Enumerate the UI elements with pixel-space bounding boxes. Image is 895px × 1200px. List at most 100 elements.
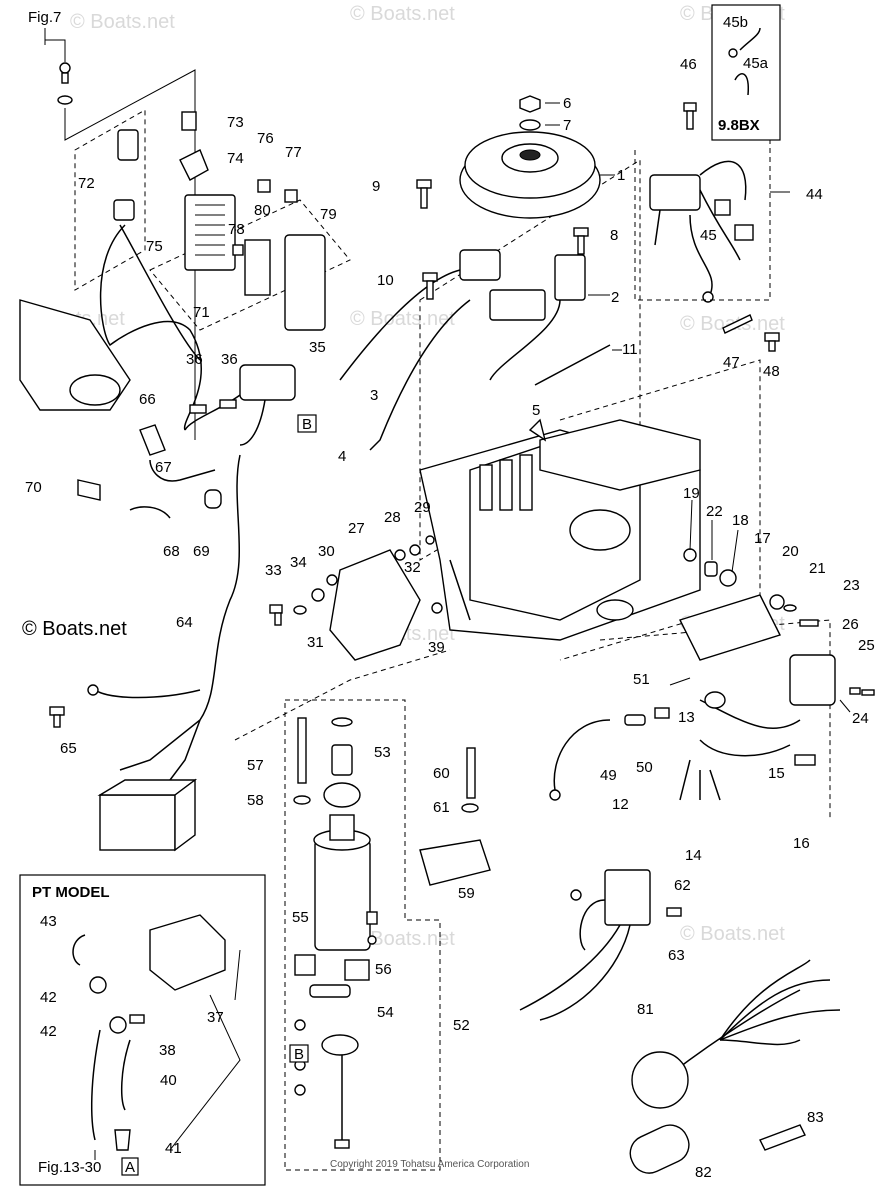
part-number-51: 51 — [633, 671, 650, 688]
part-number-26: 26 — [842, 616, 859, 633]
part-number-52: 52 — [453, 1017, 470, 1034]
part-number-1: 1 — [617, 167, 625, 184]
part-number-6: 6 — [563, 95, 571, 112]
part-number-23: 23 — [843, 577, 860, 594]
part-number-13: 13 — [678, 709, 695, 726]
watermark: © Boats.net — [350, 3, 455, 25]
part-number-83: 83 — [807, 1109, 824, 1126]
part-number-69: 69 — [193, 543, 210, 560]
main-harness — [631, 959, 841, 1109]
pt-model-inset — [19, 874, 266, 1186]
part-number-59: 59 — [458, 885, 475, 902]
part-number-47: 47 — [723, 354, 740, 371]
part-number-66: 66 — [139, 391, 156, 408]
part-callouts: 1234567891011121314151617181920212223242… — [25, 14, 875, 1181]
part-number-63: 63 — [668, 947, 685, 964]
part-number-73: 73 — [227, 114, 244, 131]
part-number-22: 22 — [706, 503, 723, 520]
part-number-64: 64 — [176, 614, 193, 631]
part-number-54: 54 — [377, 1004, 394, 1021]
part-number-38: 38 — [159, 1042, 176, 1059]
part-number-37: 37 — [207, 1009, 224, 1026]
part-number-67: 67 — [155, 459, 172, 476]
part-number-48: 48 — [763, 363, 780, 380]
part-number-55: 55 — [292, 909, 309, 926]
part-number-62: 62 — [674, 877, 691, 894]
part-number-27: 27 — [348, 520, 365, 537]
part-number-20: 20 — [782, 543, 799, 560]
ref-box-b[interactable] — [289, 1044, 309, 1063]
ignition-coil — [649, 102, 754, 303]
part-number-17: 17 — [754, 530, 771, 547]
part-number-42: 42 — [40, 989, 57, 1006]
part-number-43: 43 — [40, 913, 57, 930]
part-number-71: 71 — [193, 304, 210, 321]
part-number-58: 58 — [247, 792, 264, 809]
part-number-76: 76 — [257, 130, 274, 147]
part-number-11: 11 — [622, 341, 638, 358]
part-number-3: 3 — [370, 387, 378, 404]
part-number-80: 80 — [254, 202, 271, 219]
part-number-24: 24 — [852, 710, 869, 727]
link-box-a[interactable] — [121, 1157, 139, 1176]
part-number-81: 81 — [637, 1001, 654, 1018]
part-number-8: 8 — [610, 227, 618, 244]
watermark: © Boats.net — [350, 928, 455, 950]
part-number-21: 21 — [809, 560, 826, 577]
part-number-25: 25 — [858, 637, 875, 654]
part-number-56: 56 — [375, 961, 392, 978]
ref-box-b-label: B — [294, 1046, 304, 1063]
engine-block — [419, 419, 701, 641]
part-number-60: 60 — [433, 765, 450, 782]
part-number-78: 78 — [228, 221, 245, 238]
watermark: © Boats.net — [350, 308, 455, 330]
watermark: © Boats.net — [70, 11, 175, 33]
copyright-footer: Copyright 2019 Tohatsu America Corporati… — [330, 1159, 529, 1170]
flywheel — [459, 131, 615, 219]
ref-box-b[interactable] — [297, 414, 317, 433]
figure-link-ref: Fig.13-30 — [38, 1159, 101, 1176]
variant-label: 9.8BX — [718, 117, 760, 134]
part-number-44: 44 — [806, 186, 823, 203]
part-number-4: 4 — [338, 448, 346, 465]
link-box-a-label: A — [125, 1159, 135, 1176]
part-number-82: 82 — [695, 1164, 712, 1181]
watermark: © Boats.net — [680, 923, 785, 945]
part-number-70: 70 — [25, 479, 42, 496]
figure-ref: Fig.7 — [28, 9, 61, 26]
part-number-74: 74 — [227, 150, 244, 167]
part-number-36: 36 — [186, 351, 203, 368]
variant-inset — [711, 4, 781, 141]
starter-motor — [294, 717, 378, 1149]
part-number-5: 5 — [532, 402, 540, 419]
part-number-49: 49 — [600, 767, 617, 784]
part-number-40: 40 — [160, 1072, 177, 1089]
part-number-65: 65 — [60, 740, 77, 757]
part-number-68: 68 — [163, 543, 180, 560]
part-number-41: 41 — [165, 1140, 182, 1157]
part-number-18: 18 — [732, 512, 749, 529]
part-number-75: 75 — [146, 238, 163, 255]
part-number-61: 61 — [433, 799, 450, 816]
part-number-57: 57 — [247, 757, 264, 774]
part-number-29: 29 — [414, 499, 431, 516]
part-number-19: 19 — [683, 485, 700, 502]
part-number-39: 39 — [428, 639, 445, 656]
part-number-14: 14 — [685, 847, 702, 864]
pt-model-title: PT MODEL — [32, 884, 110, 901]
part-number-9: 9 — [372, 178, 380, 195]
part-number-32: 32 — [404, 559, 421, 576]
part-number-36: 36 — [221, 351, 238, 368]
part-number-45a: 45a — [743, 55, 769, 72]
part-number-79: 79 — [320, 206, 337, 223]
bolts — [416, 179, 589, 300]
part-number-34: 34 — [290, 554, 307, 571]
copyright-brand: © Boats.net — [22, 618, 127, 640]
rectifier-assembly — [113, 111, 326, 331]
part-number-15: 15 — [768, 765, 785, 782]
ref-box-b-label: B — [302, 416, 312, 433]
part-number-31: 31 — [307, 634, 324, 651]
part-number-16: 16 — [793, 835, 810, 852]
part-number-45: 45 — [700, 227, 717, 244]
part-number-10: 10 — [377, 272, 394, 289]
